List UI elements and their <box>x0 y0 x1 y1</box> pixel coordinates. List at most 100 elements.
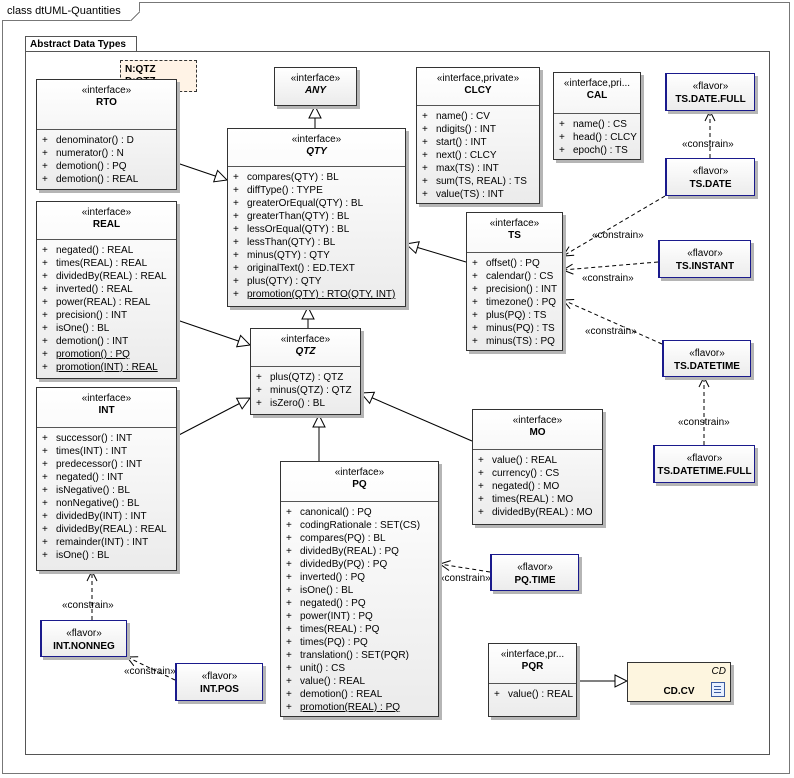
class-ts[interactable]: «interface» TS +offset() : PQ+calendar()… <box>466 212 563 351</box>
visibility-marker: + <box>42 550 48 561</box>
operation: +isOne() : BL <box>286 584 438 597</box>
operation: +plus(QTY) : QTY <box>233 275 405 288</box>
class-qty[interactable]: «interface» QTY +compares(QTY) : BL+diff… <box>227 128 406 307</box>
operation: +translation() : SET(PQR) <box>286 649 438 662</box>
operation-signature: unit() : CS <box>300 663 346 674</box>
class-int[interactable]: «interface» INT +successor() : INT+times… <box>36 387 177 571</box>
operation: +isZero() : BL <box>256 397 360 410</box>
operation-list: +plus(QTZ) : QTZ+minus(QTZ) : QTZ+isZero… <box>251 366 360 410</box>
operation: +negated() : MO <box>478 480 602 493</box>
class-mo[interactable]: «interface» MO +value() : REAL+currency(… <box>472 409 603 525</box>
operation: +demotion() : REAL <box>42 173 176 186</box>
visibility-marker: + <box>42 310 48 321</box>
operation-signature: negated() : REAL <box>56 245 134 256</box>
operation-signature: demotion() : REAL <box>300 689 383 700</box>
flavor-ts-date-full[interactable]: «flavor» TS.DATE.FULL <box>665 73 755 111</box>
operation-signature: times(REAL) : MO <box>492 494 574 505</box>
visibility-marker: + <box>256 398 262 409</box>
operation-list: +value() : REAL <box>489 683 576 701</box>
operation-list: +denominator() : D+numerator() : N+demot… <box>37 129 176 186</box>
operation-signature: timezone() : PQ <box>486 297 557 308</box>
visibility-marker: + <box>42 161 48 172</box>
operation: +times(REAL) : MO <box>478 493 602 506</box>
dep-pos-nonneg <box>127 657 176 681</box>
visibility-marker: + <box>422 111 428 122</box>
operation: +isOne() : BL <box>42 549 176 562</box>
flavor-ts-datetime[interactable]: «flavor» TS.DATETIME <box>662 340 751 377</box>
visibility-marker: + <box>42 135 48 146</box>
operation: +negated() : PQ <box>286 597 438 610</box>
visibility-marker: + <box>233 224 239 235</box>
class-pq[interactable]: «interface» PQ +canonical() : PQ+codingR… <box>280 461 439 717</box>
class-clcy[interactable]: «interface,private» CLCY +name() : CV+nd… <box>416 67 540 204</box>
operation-list: +canonical() : PQ+codingRationale : SET(… <box>281 501 438 714</box>
operation-signature: demotion() : INT <box>56 336 129 347</box>
operation-signature: minus(TS) : PQ <box>486 336 555 347</box>
operation-signature: compares(PQ) : BL <box>300 533 386 544</box>
class-any[interactable]: «interface» ANY <box>274 67 357 106</box>
operation: +name() : CS <box>559 118 640 131</box>
operation: +head() : CLCY <box>559 131 640 144</box>
operation: +numerator() : N <box>42 147 176 160</box>
class-rto[interactable]: «interface» RTO +denominator() : D+numer… <box>36 79 177 190</box>
flavor-ts-datetime-full[interactable]: «flavor» TS.DATETIME.FULL <box>653 445 755 483</box>
visibility-marker: + <box>233 185 239 196</box>
operation: +lessOrEqual(QTY) : BL <box>233 223 405 236</box>
operation-signature: isOne() : BL <box>56 323 110 334</box>
visibility-marker: + <box>233 172 239 183</box>
operation-signature: demotion() : PQ <box>56 161 127 172</box>
visibility-marker: + <box>478 468 484 479</box>
stereotype: «flavor» <box>692 166 729 177</box>
visibility-marker: + <box>233 211 239 222</box>
visibility-marker: + <box>286 533 292 544</box>
stereotype: «flavor» <box>66 628 102 639</box>
class-real[interactable]: «interface» REAL +negated() : REAL+times… <box>36 201 177 379</box>
visibility-marker: + <box>42 174 48 185</box>
visibility-marker: + <box>478 481 484 492</box>
flavor-ts-date[interactable]: «flavor» TS.DATE <box>665 158 755 196</box>
dep-instant-ts <box>563 261 659 270</box>
operation-list: +offset() : PQ+calendar() : CS+precision… <box>467 252 562 348</box>
flavor-pq-time[interactable]: «flavor» PQ.TIME <box>490 554 579 591</box>
operation-signature: promotion(REAL) : PQ <box>300 702 401 713</box>
operation: +dividedBy(REAL) : PQ <box>286 545 438 558</box>
operation-signature: lessThan(QTY) : BL <box>247 237 336 248</box>
class-cd-cv[interactable]: CD CD.CV <box>627 662 731 702</box>
dep-datetime-ts <box>563 300 663 345</box>
visibility-marker: + <box>472 310 478 321</box>
stereotype: «flavor» <box>686 453 723 464</box>
operation: +isNegative() : BL <box>42 484 176 497</box>
operation-list: +compares(QTY) : BL+diffType() : TYPE+gr… <box>228 166 405 301</box>
visibility-marker: + <box>42 459 48 470</box>
class-pqr[interactable]: «interface,pr... PQR +value() : REAL <box>488 643 577 717</box>
class-cal[interactable]: «interface,pri... CAL +name() : CS+head(… <box>553 72 641 160</box>
visibility-marker: + <box>286 624 292 635</box>
operation: +dividedBy(REAL) : MO <box>478 506 602 519</box>
operation: +precision() : INT <box>42 309 176 322</box>
stereotype: «interface,private» <box>436 73 520 84</box>
operation: +promotion(REAL) : PQ <box>286 701 438 714</box>
operation: + compares(QTY) : BL <box>233 171 405 184</box>
visibility-marker: + <box>286 559 292 570</box>
visibility-marker: + <box>472 258 478 269</box>
visibility-marker: + <box>42 245 48 256</box>
constrain-label: «constrain» <box>678 417 730 428</box>
class-qtz[interactable]: «interface» QTZ +plus(QTZ) : QTZ+minus(Q… <box>250 328 361 415</box>
operation: +power(INT) : PQ <box>286 610 438 623</box>
flavor-int-pos[interactable]: «flavor» INT.POS <box>175 663 263 701</box>
operation: +value() : REAL <box>494 688 576 701</box>
operation-signature: value() : REAL <box>508 689 574 700</box>
operation-signature: promotion(QTY) : RTO(QTY, INT) <box>247 289 396 300</box>
visibility-marker: + <box>42 524 48 535</box>
note-line: N:QTZ <box>125 64 156 75</box>
operation-signature: compares(QTY) : BL <box>247 172 339 183</box>
flavor-int-nonneg[interactable]: «flavor» INT.NONNEG <box>40 620 127 657</box>
flavor-ts-instant[interactable]: «flavor» TS.INSTANT <box>658 240 751 278</box>
visibility-marker: + <box>256 385 262 396</box>
operation: +nonNegative() : BL <box>42 497 176 510</box>
operation: +max(TS) : INT <box>422 162 539 175</box>
operation: +inverted() : PQ <box>286 571 438 584</box>
operation-signature: negated() : PQ <box>300 598 366 609</box>
visibility-marker: + <box>42 284 48 295</box>
